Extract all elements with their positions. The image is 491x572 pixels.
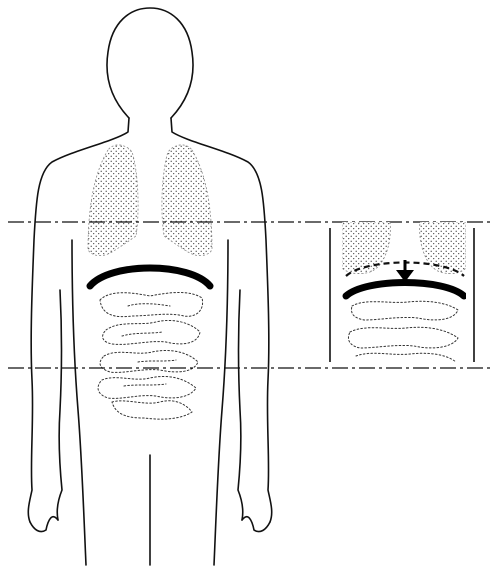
diaphragm	[90, 268, 210, 286]
left-lung	[88, 145, 138, 256]
body-outline	[28, 8, 271, 565]
inset-diaphragm-movement	[330, 222, 474, 362]
intestines	[98, 293, 203, 420]
right-lung	[162, 145, 212, 256]
